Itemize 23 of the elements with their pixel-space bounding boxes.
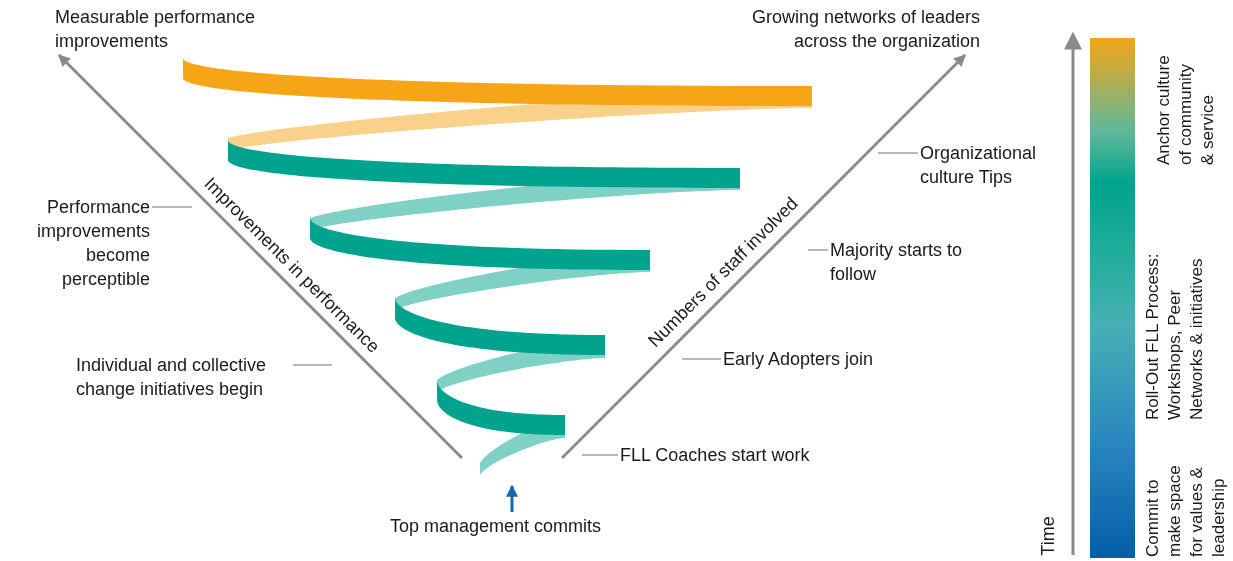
gradient-bar bbox=[1090, 38, 1135, 558]
annotation-text: Top management commits bbox=[390, 514, 602, 538]
leader-line bbox=[292, 364, 333, 366]
leader-line bbox=[581, 454, 619, 456]
leader-line bbox=[681, 358, 722, 360]
stage-label: Commit to make space for values & leadership bbox=[1142, 464, 1229, 557]
annotation-text: Majority starts to follow bbox=[830, 238, 970, 286]
annotation-text: Measurable performance improvements bbox=[55, 5, 305, 53]
arrow bbox=[57, 53, 464, 460]
stage-label: Roll-Out FLL Process: Workshops, Peer Networks & initiatives bbox=[1142, 252, 1207, 420]
arrow bbox=[506, 484, 518, 512]
annotation-text: Individual and collective change initiatives begin bbox=[76, 353, 291, 401]
annotation-text: FLL Coaches start work bbox=[620, 443, 810, 467]
leader-line bbox=[151, 206, 193, 208]
axis-label: Time bbox=[1037, 516, 1059, 556]
leader-line bbox=[807, 249, 829, 251]
annotation-text: Early Adopters join bbox=[723, 347, 874, 371]
arrow bbox=[560, 53, 967, 460]
annotation-text: Growing networks of leaders across the organization bbox=[708, 5, 980, 53]
annotation-text: Performance improvements become perceptible bbox=[10, 195, 150, 291]
stage-label: Anchor culture of community & service bbox=[1153, 55, 1218, 165]
leader-line bbox=[877, 152, 919, 154]
annotation-text: Organizational culture Tips bbox=[920, 141, 1070, 189]
